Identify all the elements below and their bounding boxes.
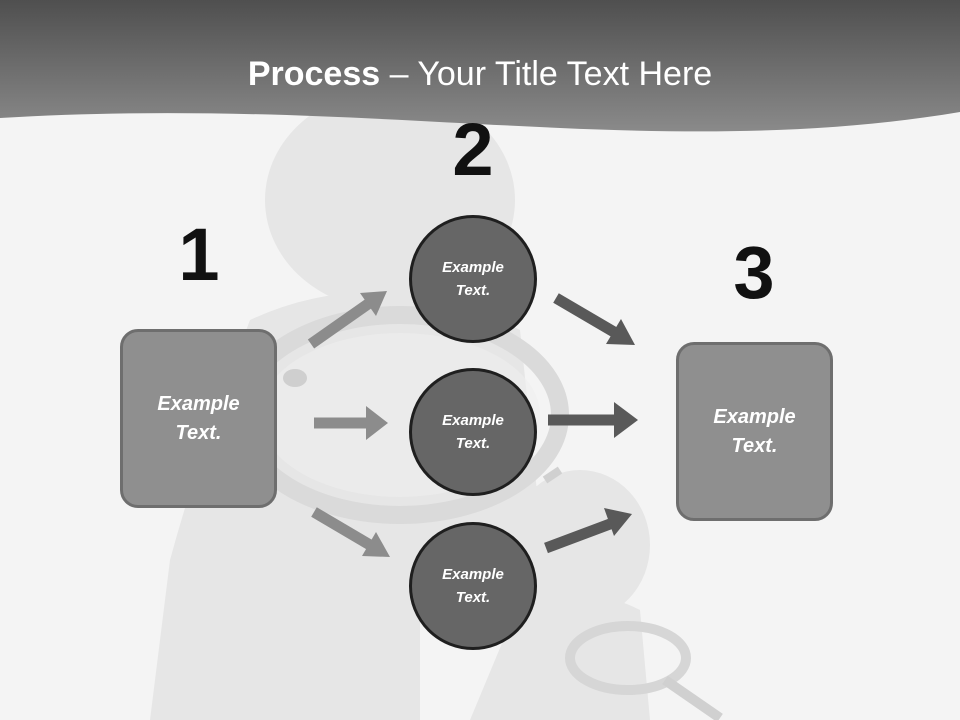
left-box-text: Example Text. [157,392,240,444]
right-box-text: Example Text. [713,405,796,457]
header-band [0,0,960,132]
circle-top-text: Example Text. [442,259,504,299]
step-number-3: 3 [733,231,775,314]
title-dash: – [380,55,418,93]
step-number-2: 2 [452,108,494,191]
left-process-box: Example Text. [120,329,277,508]
title-rest: Your Title Text Here [417,55,713,93]
process-circle-top: Example Text. [409,215,537,343]
circle-bottom-text: Example Text. [442,566,504,606]
step-number-1: 1 [178,213,220,296]
process-circle-middle: Example Text. [409,368,537,496]
slide-title: Process – Your Title Text Here [0,52,960,96]
title-bold: Process [247,55,381,93]
circle-middle-text: Example Text. [442,412,504,452]
process-circle-bottom: Example Text. [409,522,537,650]
right-process-box: Example Text. [676,342,833,521]
